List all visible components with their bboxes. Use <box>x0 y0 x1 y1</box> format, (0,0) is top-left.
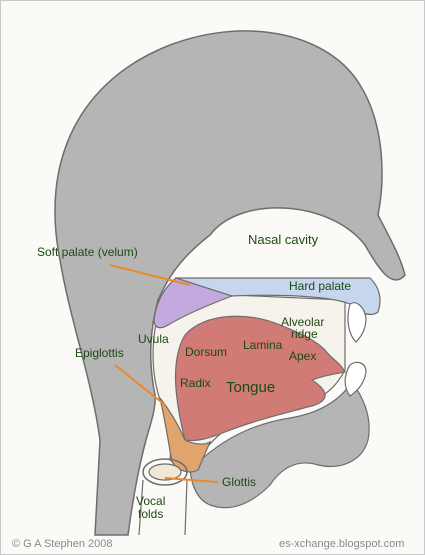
label-tongue: Tongue <box>226 379 275 396</box>
website-credit: es-xchange.blogspot.com <box>279 538 404 550</box>
label-glottis: Glottis <box>222 475 256 489</box>
label-vocal-folds-line2: folds <box>138 507 163 521</box>
label-apex: Apex <box>289 349 316 363</box>
larynx-ring-inner <box>149 464 181 480</box>
lower-incisor <box>345 362 366 396</box>
copyright-text: © G A Stephen 2008 <box>12 538 112 550</box>
label-epiglottis: Epiglottis <box>75 346 124 360</box>
label-dorsum: Dorsum <box>185 345 227 359</box>
trachea-wall-right <box>185 480 187 535</box>
label-radix: Radix <box>180 376 211 390</box>
label-vocal-folds-line1: Vocal <box>136 494 165 508</box>
label-soft-palate: Soft palate (velum) <box>37 245 138 259</box>
label-uvula: Uvula <box>138 332 169 346</box>
label-alveolar-ridge-line2: ridge <box>291 327 318 341</box>
label-lamina: Lamina <box>243 338 283 352</box>
upper-incisor <box>348 303 366 342</box>
label-nasal-cavity: Nasal cavity <box>248 232 319 247</box>
label-hard-palate: Hard palate <box>289 279 351 293</box>
